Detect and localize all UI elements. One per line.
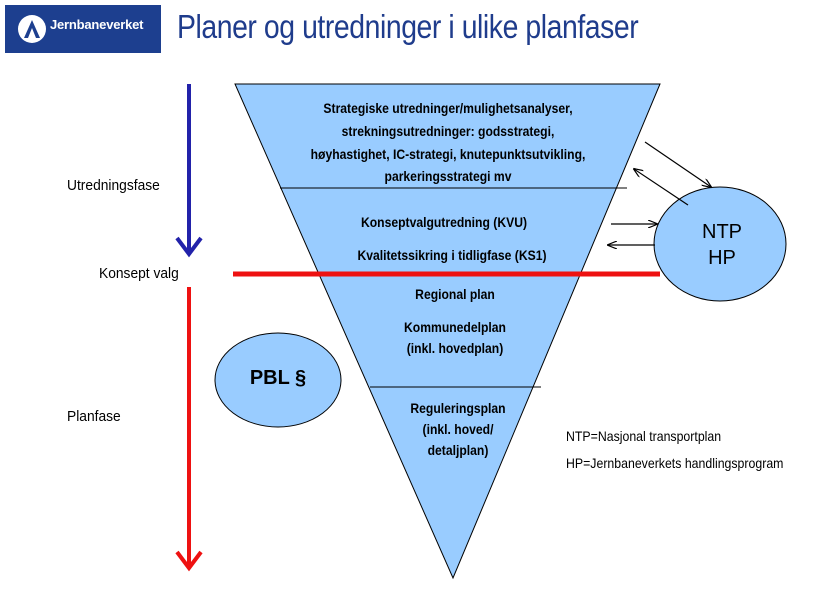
arrow-to-ntp-upper [644,141,711,187]
kvu-label: Konseptvalgutredning (KVU) [360,215,528,230]
hp-label: HP [708,247,736,269]
plan-funnel [234,83,661,580]
ntp-label: NTP [702,221,742,243]
planfase-arrowhead [175,550,203,572]
kommunedelplan-line-2: (inkl. hovedplan) [406,341,504,356]
jernbaneverket-logo [5,5,161,53]
reguleringsplan-line-1: Reguleringsplan [410,401,506,416]
utredningsfase-label: Utredningsfase [67,177,160,194]
page-title: Planer og utredninger i ulike planfaser [177,8,639,45]
strategic-line-1: Strategiske utredninger/mulighetsanalyse… [323,101,573,116]
konsept-valg-label: Konsept valg [99,265,179,282]
legend-ntp: NTP=Nasjonal transportplan [566,428,722,444]
ntp-hp-text: NTP HP [680,219,764,271]
ks1-label: Kvalitetssikring i tidligfase (KS1) [357,248,547,263]
reguleringsplan-line-2: (inkl. hoved/ [422,422,494,437]
logo-emblem-icon [18,15,46,43]
ntp-hp-ellipse [653,186,787,302]
regional-plan-label: Regional plan [415,287,495,302]
kommunedelplan-line-1: Kommunedelplan [404,320,506,335]
pbl-label: PBL § [249,367,307,389]
strategic-line-4: parkeringsstrategi mv [384,169,512,184]
utredningsfase-arrowhead [175,236,203,258]
logo-text: Jernbaneverket [50,17,144,32]
pbl-ellipse [214,332,342,428]
strategic-line-2: strekningsutredninger: godsstrategi, [341,124,555,139]
planfase-label: Planfase [67,408,121,425]
reguleringsplan-line-3: detaljplan) [427,443,489,458]
strategic-line-3: høyhastighet, IC-strategi, knutepunktsut… [310,147,586,162]
arrow-from-ntp-upper [634,169,689,206]
legend-hp: HP=Jernbaneverkets handlingsprogram [566,455,784,471]
